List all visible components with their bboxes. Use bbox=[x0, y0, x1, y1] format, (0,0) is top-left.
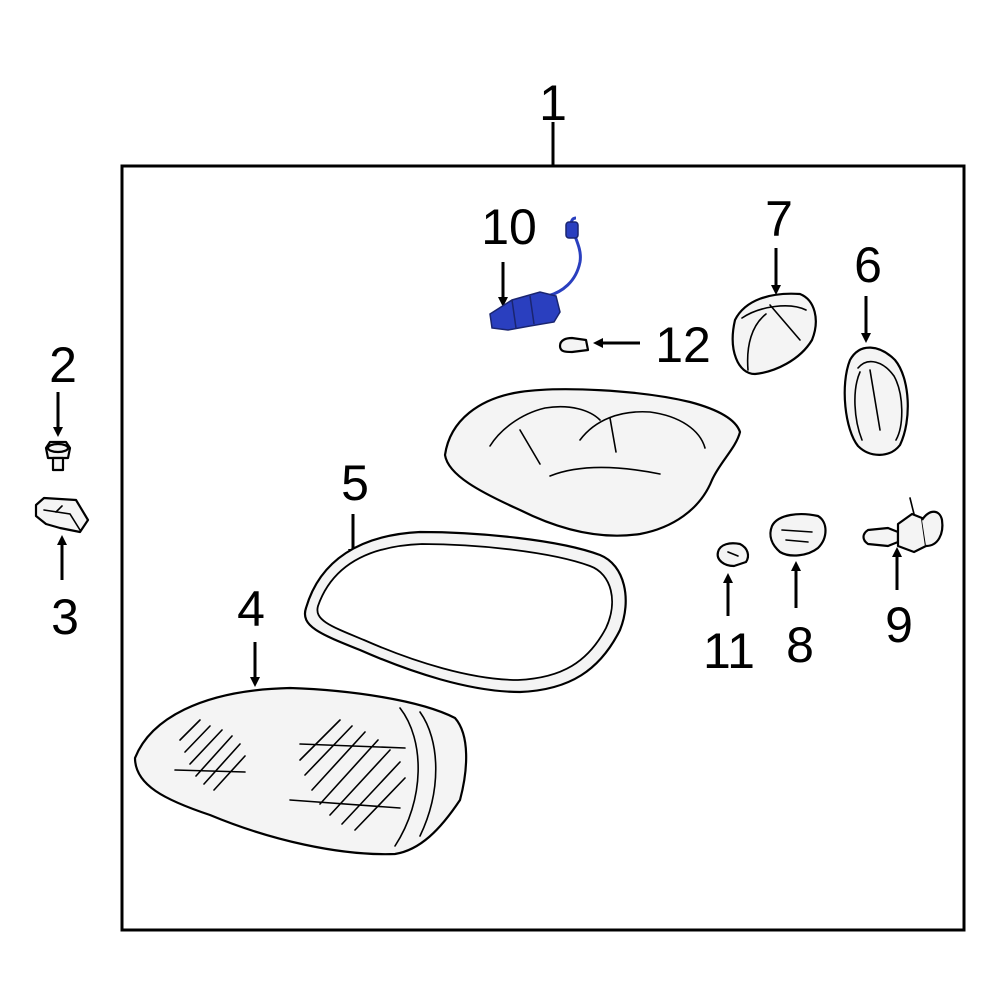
part-10-socket-harness[interactable] bbox=[489, 216, 582, 331]
assembly-frame bbox=[120, 164, 966, 932]
part-12-bulb[interactable] bbox=[558, 336, 590, 354]
callout-3[interactable]: 3 bbox=[51, 589, 79, 645]
callout-9[interactable]: 9 bbox=[885, 597, 913, 653]
part-3-clip[interactable] bbox=[34, 496, 90, 534]
part-8-socket[interactable] bbox=[769, 513, 827, 557]
callout-6[interactable]: 6 bbox=[854, 237, 882, 293]
part-6-side-marker-housing[interactable] bbox=[843, 346, 909, 456]
part-11-bulb[interactable] bbox=[716, 542, 750, 568]
part-2-bolt[interactable] bbox=[44, 440, 72, 472]
callout-12[interactable]: 12 bbox=[655, 317, 711, 373]
callout-7[interactable]: 7 bbox=[765, 191, 793, 247]
part-4-lens[interactable] bbox=[133, 686, 468, 856]
callout-10[interactable]: 10 bbox=[481, 199, 537, 255]
part-5-gasket[interactable] bbox=[303, 530, 627, 694]
part-9-headlamp-bulb[interactable] bbox=[862, 497, 944, 554]
callout-4[interactable]: 4 bbox=[237, 581, 265, 637]
callout-11[interactable]: 11 bbox=[703, 623, 755, 679]
callout-8[interactable]: 8 bbox=[786, 617, 814, 673]
part-1-headlamp-housing[interactable] bbox=[443, 388, 742, 537]
callout-2[interactable]: 2 bbox=[49, 337, 77, 393]
part-7-marker-lamp[interactable] bbox=[731, 292, 817, 376]
callout-5[interactable]: 5 bbox=[341, 455, 369, 511]
callout-1[interactable]: 1 bbox=[539, 75, 567, 131]
